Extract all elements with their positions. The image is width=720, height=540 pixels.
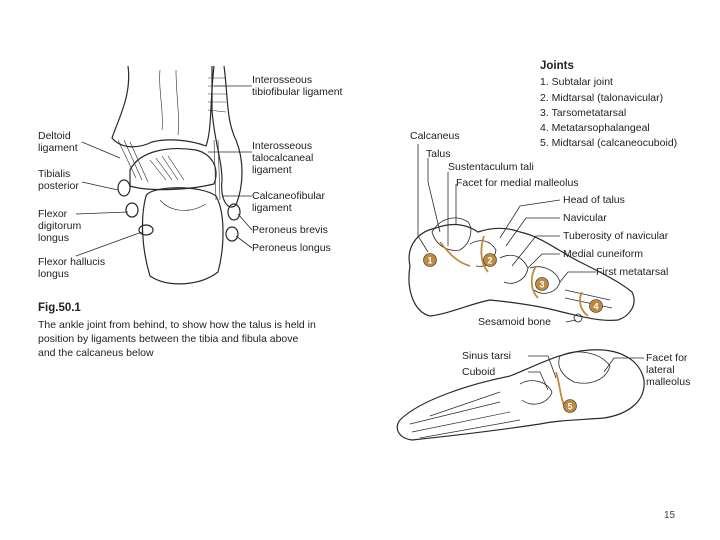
joint-marker-5: [563, 399, 577, 413]
label-deltoid-ligament: Deltoid ligament: [38, 130, 78, 154]
joints-legend-item: 5. Midtarsal (calcaneocuboid): [540, 137, 678, 149]
label-navicular: Navicular: [563, 212, 607, 224]
joints-legend-item: 3. Tarsometatarsal: [540, 107, 627, 119]
label-peroneus-brevis: Peroneus brevis: [252, 224, 328, 236]
figure-number: Fig.50.1: [38, 302, 81, 314]
label-medial-cuneiform: Medial cuneiform: [563, 248, 643, 260]
joint-marker-5-label: 5: [567, 402, 572, 412]
joint-marker-4-label: 4: [593, 302, 598, 312]
joint-marker-3: [535, 277, 549, 291]
label-calcaneus: Calcaneus: [410, 130, 460, 142]
joints-legend-item: 2. Midtarsal (talonavicular): [540, 92, 664, 104]
label-sustentaculum-tali: Sustentaculum tali: [448, 161, 534, 173]
label-cuboid: Cuboid: [462, 366, 496, 378]
joint-marker-4: [589, 299, 603, 313]
label-tuberosity-navicular: Tuberosity of navicular: [563, 230, 669, 242]
label-flexor-digitorum-longus: Flexor digitorum longus: [38, 208, 82, 244]
ankle-posterior-illustration: [75, 65, 253, 285]
figure-caption: The ankle joint from behind, to show how…: [38, 319, 316, 359]
joints-legend-item: 4. Metatarsophalangeal: [540, 122, 650, 134]
label-sesamoid-bone: Sesamoid bone: [478, 316, 551, 328]
joints-legend-title: Joints: [540, 60, 574, 72]
label-interosseous-tibiofibular: Interosseous tibiofibular ligament: [252, 74, 343, 98]
label-interosseous-talocalcaneal: Interosseous talocalcaneal ligament: [252, 140, 314, 176]
page-number: 15: [664, 510, 676, 521]
foot-medial-illustration: [408, 144, 635, 323]
joint-marker-3-label: 3: [539, 280, 544, 290]
joint-marker-1-label: 1: [427, 256, 432, 266]
foot-lateral-illustration: [396, 349, 645, 441]
label-peroneus-longus: Peroneus longus: [252, 242, 331, 254]
label-calcaneofibular-ligament: Calcaneofibular ligament: [252, 190, 325, 214]
joint-marker-2-label: 2: [487, 256, 492, 266]
joint-marker-2: [483, 253, 497, 267]
label-head-of-talus: Head of talus: [563, 194, 625, 206]
joints-legend-item: 1. Subtalar joint: [540, 76, 613, 88]
label-first-metatarsal: First metatarsal: [596, 266, 669, 278]
label-flexor-hallucis-longus: Flexor hallucis longus: [38, 256, 106, 280]
label-talus: Talus: [426, 148, 451, 160]
label-facet-lateral-malleolus: Facet for lateral malleolus: [646, 352, 691, 388]
label-facet-medial-malleolus: Facet for medial malleolus: [456, 177, 579, 189]
label-tibialis-posterior: Tibialis posterior: [38, 168, 79, 192]
label-sinus-tarsi: Sinus tarsi: [462, 350, 512, 362]
joint-marker-1: [423, 253, 437, 267]
